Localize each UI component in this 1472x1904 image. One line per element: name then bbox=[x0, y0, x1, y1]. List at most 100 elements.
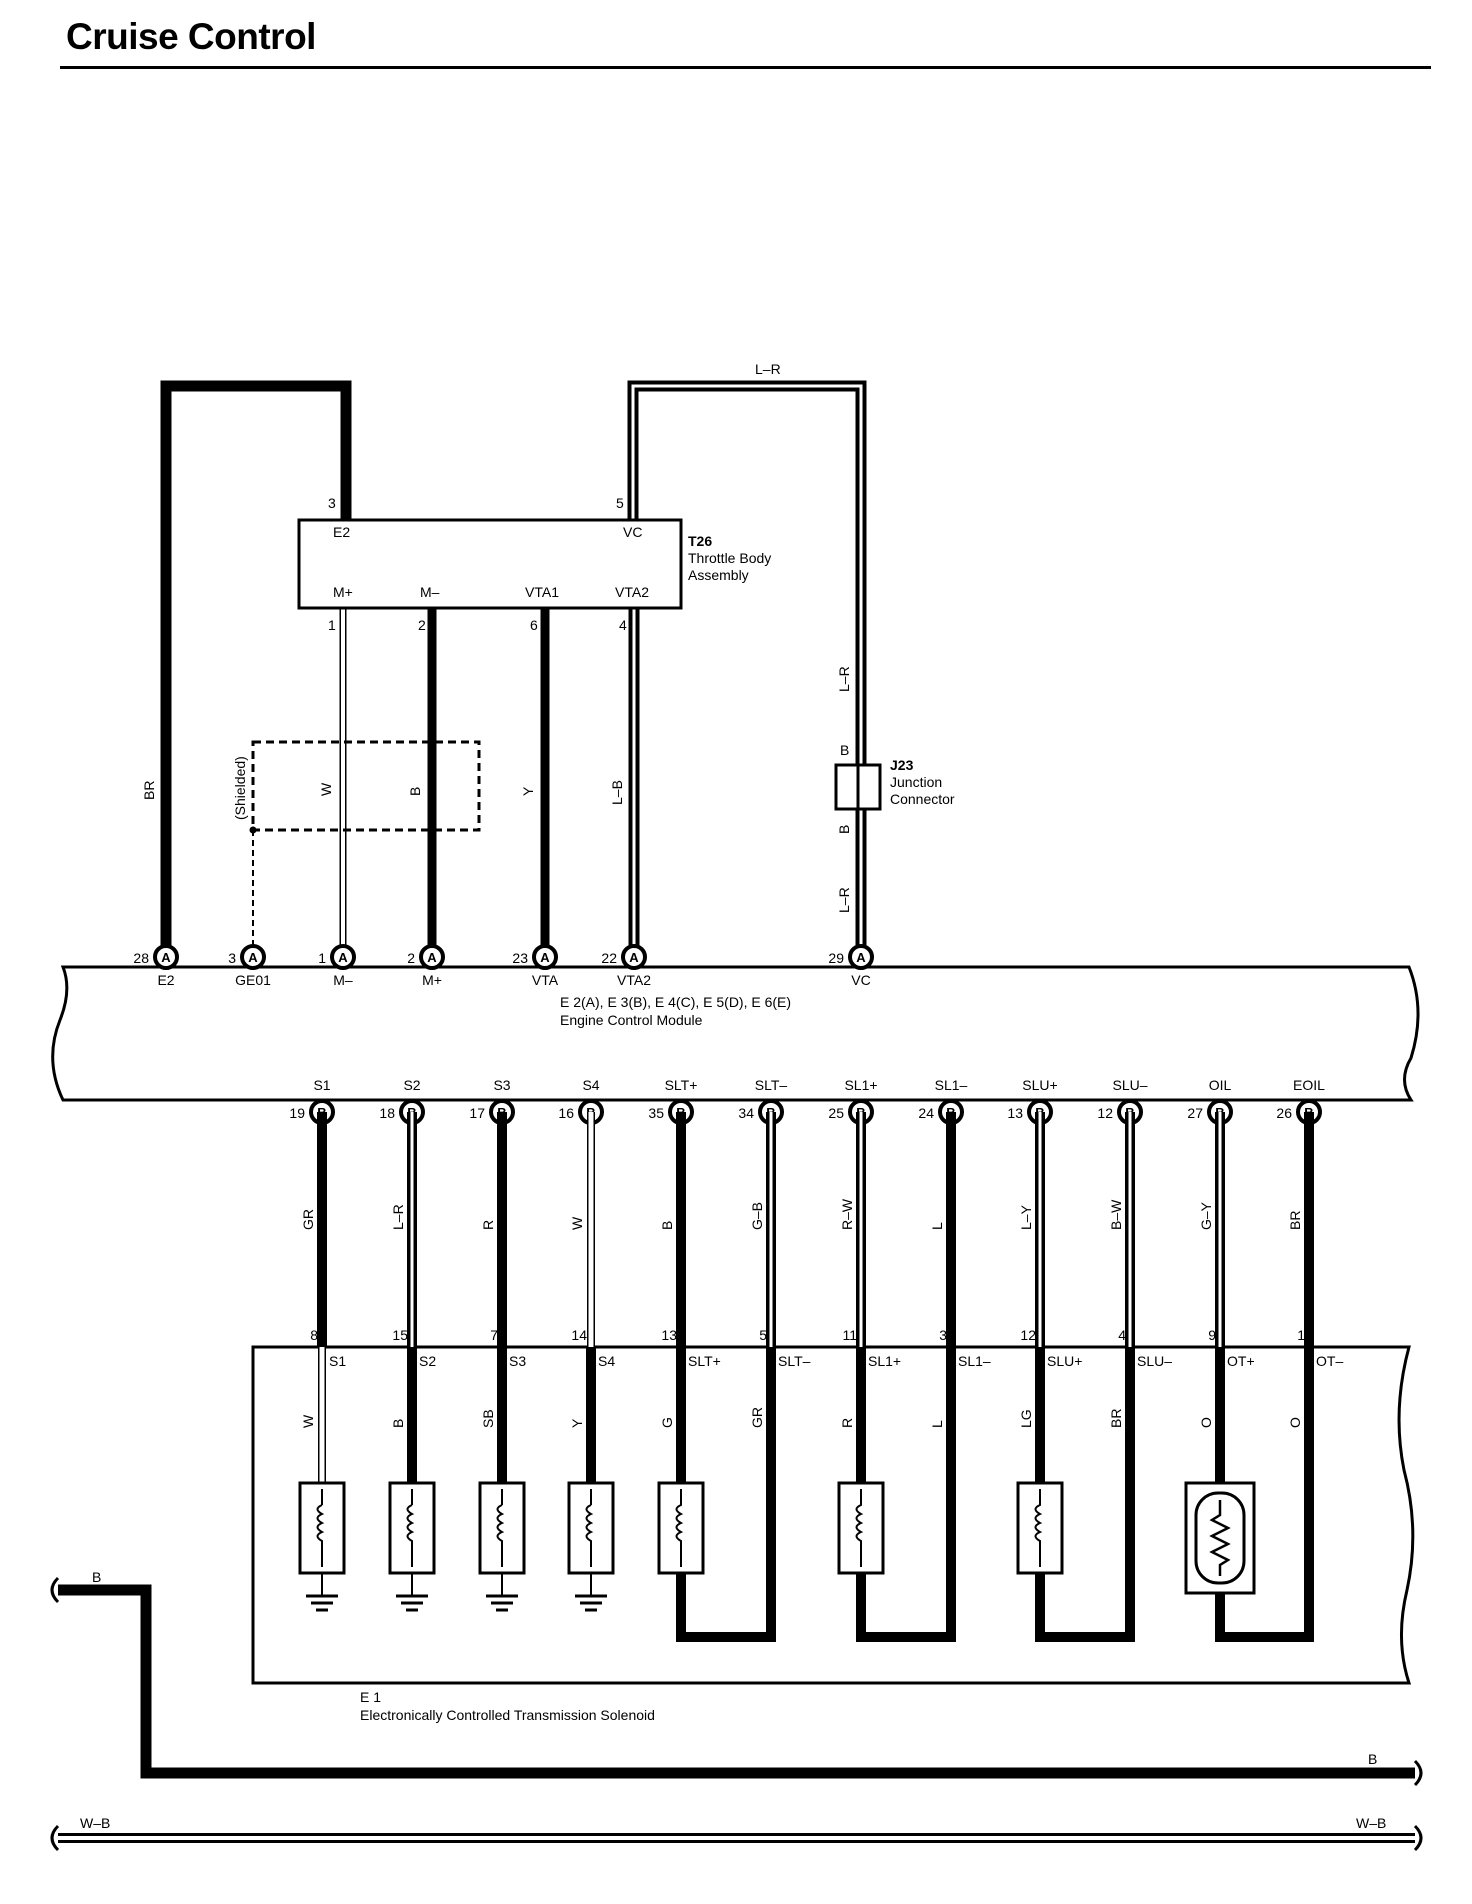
sol-pin-3: 14 bbox=[571, 1327, 587, 1343]
solenoid-wiring: 8S1W15S2B7S3SB14S4Y13SLT+G5SLT–GR11SL1+R… bbox=[298, 1112, 1343, 1642]
sol-term-6: SL1+ bbox=[868, 1353, 901, 1369]
ecm-name: Engine Control Module bbox=[560, 1012, 703, 1028]
sol-wire-label-1: B bbox=[390, 1419, 406, 1428]
wire-lr-vc bbox=[627, 380, 867, 957]
sol-wire-label-11: O bbox=[1287, 1417, 1303, 1428]
ecm-top-terminal-3-letter: A bbox=[427, 950, 437, 965]
solenoid-coil-0 bbox=[298, 1347, 346, 1612]
solenoid-id: E 1 bbox=[360, 1689, 381, 1705]
oil-temp-sensor bbox=[1184, 1347, 1314, 1642]
ecm-bottom-name-10: OIL bbox=[1209, 1077, 1232, 1093]
solenoid-labels: E 1 Electronically Controlled Transmissi… bbox=[360, 1689, 655, 1723]
throttle-id: T26 bbox=[688, 533, 712, 549]
sol-pin-5: 5 bbox=[759, 1327, 767, 1343]
ecm-labels: E 2(A), E 3(B), E 4(C), E 5(D), E 6(E) E… bbox=[560, 994, 791, 1028]
ecm-bottom-wire-label-4: B bbox=[659, 1221, 675, 1230]
sol-wire-label-3: Y bbox=[569, 1418, 585, 1428]
ecm-bottom-pin-0: 19 bbox=[289, 1105, 305, 1121]
sol-term-3: S4 bbox=[598, 1353, 615, 1369]
throttle-body-box bbox=[297, 518, 683, 610]
title-rule bbox=[60, 66, 1431, 69]
ecm-top-name-0: E2 bbox=[157, 972, 174, 988]
ecm-top-terminal-1-letter: A bbox=[248, 950, 258, 965]
sol-wire-label-8: LG bbox=[1018, 1409, 1034, 1428]
ecm-bottom-name-4: SLT+ bbox=[665, 1077, 698, 1093]
sol-wire-label-10: O bbox=[1198, 1417, 1214, 1428]
ecm-bottom-wire-label-10: G–Y bbox=[1198, 1201, 1214, 1230]
sol-wire-label-4: G bbox=[659, 1417, 675, 1428]
wire-br-e2 bbox=[160, 380, 352, 957]
ecm-bottom-wire-label-1: L–R bbox=[390, 1204, 406, 1230]
sol-term-5: SLT– bbox=[778, 1353, 811, 1369]
ecm-connectors: E 2(A), E 3(B), E 4(C), E 5(D), E 6(E) bbox=[560, 994, 791, 1010]
ecm-bottom-pin-6: 25 bbox=[828, 1105, 844, 1121]
sol-wire-label-0: W bbox=[300, 1414, 316, 1428]
junction-out-pin: B bbox=[836, 825, 852, 834]
thermistor-body bbox=[1194, 1491, 1246, 1585]
ecm-bottom-name-6: SL1+ bbox=[844, 1077, 877, 1093]
throttle-pin-3: 3 bbox=[328, 495, 336, 511]
wire-label-lb: L–B bbox=[609, 780, 625, 805]
ecm-top-terminal-4: A bbox=[532, 944, 558, 970]
ecm-top-terminal-5: A bbox=[621, 944, 647, 970]
ecm-top-terminal-0-ring bbox=[153, 944, 179, 970]
bus-b-left: B bbox=[92, 1569, 101, 1585]
ecm-top-name-5: VTA2 bbox=[617, 972, 651, 988]
ecm-top-name-2: M– bbox=[333, 972, 353, 988]
throttle-pin-5: 5 bbox=[616, 495, 624, 511]
ecm-bottom-wire-label-3: W bbox=[569, 1216, 585, 1230]
throttle-pin-6: 6 bbox=[530, 617, 538, 633]
ecm-bottom-pin-8: 13 bbox=[1007, 1105, 1023, 1121]
ecm-top-terminal-1-ring bbox=[240, 944, 266, 970]
ecm-top-terminal-1: A bbox=[240, 944, 266, 970]
shield-box bbox=[251, 740, 481, 832]
ecm-bottom-pin-2: 17 bbox=[469, 1105, 485, 1121]
ecm-bottom-pin-7: 24 bbox=[918, 1105, 934, 1121]
sol-term-2: S3 bbox=[509, 1353, 526, 1369]
throttle-term-vta1: VTA1 bbox=[525, 584, 559, 600]
sol-pin-6: 11 bbox=[842, 1327, 857, 1343]
ecm-top-name-4: VTA bbox=[532, 972, 559, 988]
sol-term-4: SLT+ bbox=[688, 1353, 721, 1369]
ecm-bottom-wire-label-5: G–B bbox=[749, 1202, 765, 1230]
ecm-bottom-name-2: S3 bbox=[493, 1077, 510, 1093]
ecm-block bbox=[51, 965, 1420, 1102]
sol-wire-label-2: SB bbox=[480, 1409, 496, 1428]
ecm-top-terminal-2-ring bbox=[330, 944, 356, 970]
coil-symbol-1 bbox=[406, 1489, 415, 1567]
ecm-bottom-pin-4: 35 bbox=[648, 1105, 664, 1121]
sol-pin-7: 3 bbox=[939, 1327, 947, 1343]
ecm-top-pin-1: 3 bbox=[228, 950, 236, 966]
ecm-top-terminal-6: A bbox=[848, 944, 874, 970]
ecm-top-terminal-2-letter: A bbox=[338, 950, 348, 965]
sol-term-10: OT+ bbox=[1227, 1353, 1255, 1369]
ecm-bottom-wire-label-7: L bbox=[929, 1222, 945, 1230]
sol-term-8: SLU+ bbox=[1047, 1353, 1082, 1369]
sol-wire-label-7: L bbox=[929, 1420, 945, 1428]
sol-term-0: S1 bbox=[329, 1353, 346, 1369]
throttle-name-1: Throttle Body bbox=[688, 550, 771, 566]
loop-coil-symbol-0 bbox=[675, 1489, 684, 1567]
coil-symbol-2 bbox=[496, 1489, 505, 1567]
throttle-term-mminus: M– bbox=[420, 584, 440, 600]
bus-wb-left: W–B bbox=[80, 1815, 110, 1831]
ecm-bottom-wire-label-0: GR bbox=[300, 1209, 316, 1230]
solenoid-loop-0 bbox=[657, 1347, 776, 1642]
sol-wire-label-9: BR bbox=[1108, 1409, 1124, 1428]
ecm-top-pin-2: 1 bbox=[318, 950, 326, 966]
junction-labels: L–R L–R B B J23 Junction Connector bbox=[836, 666, 955, 913]
ecm-bottom-pin-9: 12 bbox=[1097, 1105, 1113, 1121]
ecm-bottom-pin-5: 34 bbox=[738, 1105, 754, 1121]
ecm-bottom-terminals: B19S1GRB18S2L–RB17S3RB16S4WB35SLT+BB34SL… bbox=[289, 1077, 1325, 1230]
ecm-top-pin-5: 22 bbox=[601, 950, 617, 966]
junction-name-2: Connector bbox=[890, 791, 955, 807]
solenoid-loop-2 bbox=[1016, 1347, 1135, 1642]
solenoid-coil-3 bbox=[567, 1347, 615, 1612]
ecm-bottom-pin-1: 18 bbox=[379, 1105, 395, 1121]
coil-symbol-0 bbox=[316, 1489, 325, 1567]
sol-pin-0: 8 bbox=[310, 1327, 318, 1343]
ecm-top-pin-0: 28 bbox=[133, 950, 149, 966]
sol-pin-1: 15 bbox=[392, 1327, 408, 1343]
thermistor-symbol bbox=[1209, 1500, 1231, 1576]
